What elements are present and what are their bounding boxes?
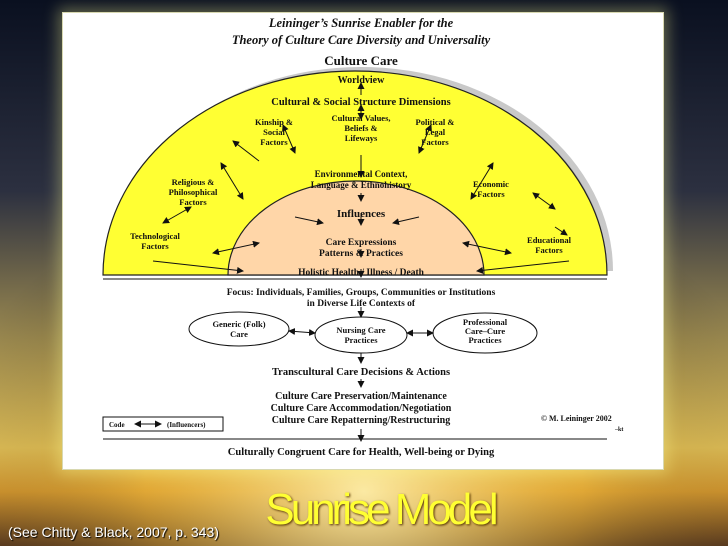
focus-line-1: Focus: Individuals, Families, Groups, Co… — [227, 288, 496, 298]
professional-care-label: Professional Care–Cure Practices — [463, 317, 508, 345]
svg-text:Technological: Technological — [130, 231, 180, 241]
environmental-context: Environmental Context, Language & Ethnoh… — [311, 169, 412, 190]
copyright-label: © M. Leininger 2002 — [541, 414, 612, 423]
diagram-title-1: Leininger’s Sunrise Enabler for the — [268, 16, 454, 30]
svg-text:Language & Ethnohistory: Language & Ethnohistory — [311, 180, 412, 190]
cultural-values-factors: Cultural Values, Beliefs & Lifeways — [331, 113, 390, 143]
svg-text:Factors: Factors — [260, 137, 288, 147]
initials-label: –kt — [614, 427, 623, 433]
svg-text:Legal: Legal — [425, 127, 446, 137]
svg-text:Factors: Factors — [535, 245, 563, 255]
generic-care-label: Generic (Folk) Care — [212, 319, 265, 339]
diagram-title-2: Theory of Culture Care Diversity and Uni… — [232, 33, 491, 47]
svg-text:Philosophical: Philosophical — [169, 187, 218, 197]
repatterning-label: Culture Care Repatterning/Restructuring — [272, 415, 451, 426]
svg-text:Social: Social — [263, 127, 285, 137]
religious-factors: Religious & Philosophical Factors — [169, 177, 218, 207]
political-factors: Political & Legal Factors — [416, 117, 455, 147]
svg-text:Professional: Professional — [463, 317, 508, 327]
outer-sunrise-arc — [102, 70, 608, 276]
technological-factors: Technological Factors — [130, 231, 180, 251]
preservation-label: Culture Care Preservation/Maintenance — [275, 391, 447, 402]
inner-influences-arc — [227, 180, 485, 276]
svg-text:Patterns & Practices: Patterns & Practices — [319, 249, 403, 259]
svg-text:Factors: Factors — [477, 189, 505, 199]
svg-text:Economic: Economic — [473, 179, 509, 189]
sunrise-rays — [152, 82, 570, 278]
cultural-social-dimensions-label: Cultural & Social Structure Dimensions — [271, 97, 450, 108]
code-label: Code — [109, 421, 125, 429]
culturally-congruent-label: Culturally Congruent Care for Health, We… — [228, 447, 495, 458]
sunrise-diagram: Leininger’s Sunrise Enabler for the Theo… — [102, 16, 623, 458]
svg-text:Factors: Factors — [421, 137, 449, 147]
slide-title: Sunrise Model — [265, 485, 498, 534]
influences-label: Influences — [337, 208, 386, 220]
svg-text:Care: Care — [230, 329, 248, 339]
code-influencers-label: (Influencers) — [167, 421, 206, 429]
culture-care-heading: Culture Care — [324, 53, 398, 68]
worldview-label: Worldview — [338, 75, 385, 86]
svg-text:Political &: Political & — [416, 117, 455, 127]
nursing-care-label: Nursing Care Practices — [336, 325, 385, 345]
svg-text:Generic (Folk): Generic (Folk) — [212, 319, 265, 329]
svg-text:Nursing Care: Nursing Care — [336, 325, 385, 335]
economic-factors: Economic Factors — [473, 179, 509, 199]
svg-text:Practices: Practices — [344, 335, 378, 345]
care-expressions: Care Expressions Patterns & Practices — [319, 238, 403, 259]
educational-factors: Educational Factors — [527, 235, 572, 255]
diagram-panel: Leininger’s Sunrise Enabler for the Theo… — [62, 12, 664, 470]
svg-text:Religious &: Religious & — [172, 177, 215, 187]
svg-text:Beliefs &: Beliefs & — [344, 123, 377, 133]
svg-text:Factors: Factors — [141, 241, 169, 251]
svg-text:Practices: Practices — [468, 335, 502, 345]
svg-text:Care–Cure: Care–Cure — [465, 326, 506, 336]
citation: (See Chitty & Black, 2007, p. 343) — [8, 524, 219, 540]
focus-line-2: in Diverse Life Contexts of — [307, 299, 416, 309]
kinship-factors: Kinship & Social Factors — [255, 117, 293, 147]
holistic-health-label: Holistic Health / Illness / Death — [298, 268, 425, 278]
transcultural-decisions-label: Transcultural Care Decisions & Actions — [272, 367, 450, 378]
accommodation-label: Culture Care Accommodation/Negotiation — [271, 403, 452, 414]
svg-text:Kinship &: Kinship & — [255, 117, 293, 127]
code-legend-box — [102, 416, 224, 432]
svg-text:Care Expressions: Care Expressions — [326, 238, 397, 248]
svg-text:Factors: Factors — [179, 197, 207, 207]
svg-text:Environmental Context,: Environmental Context, — [315, 169, 408, 179]
svg-text:Lifeways: Lifeways — [345, 133, 378, 143]
svg-text:Cultural Values,: Cultural Values, — [331, 113, 390, 123]
svg-text:Educational: Educational — [527, 235, 572, 245]
